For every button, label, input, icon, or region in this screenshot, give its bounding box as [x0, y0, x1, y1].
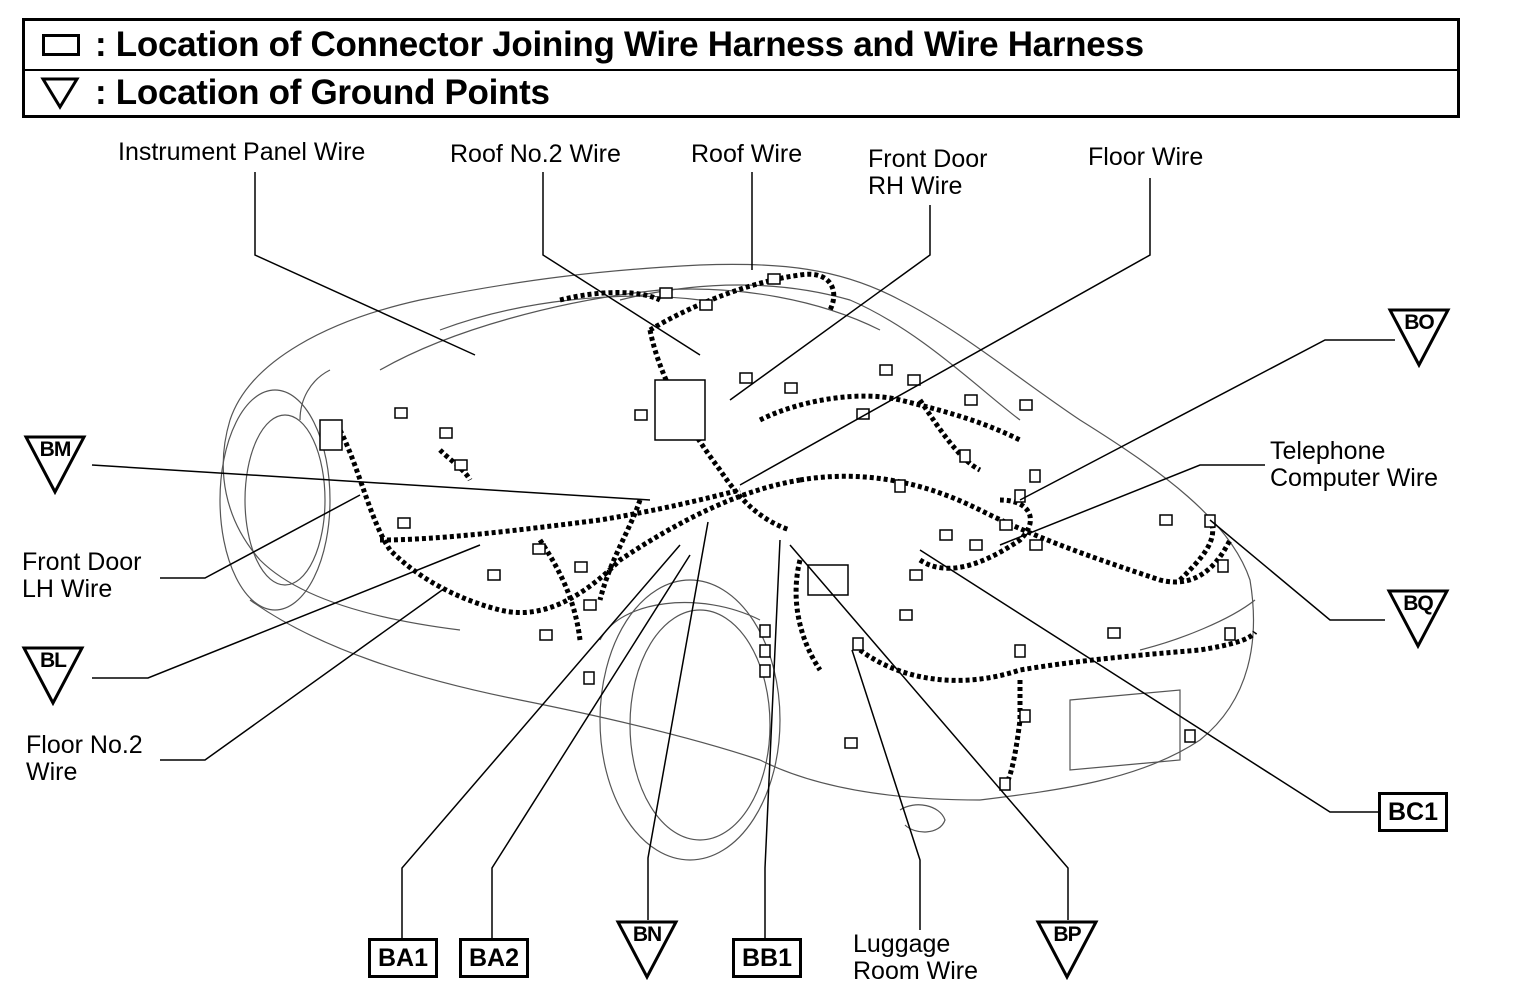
connector-bb1-box: BB1: [732, 938, 802, 978]
connector-ba2-box: BA2: [459, 938, 529, 978]
legend-connector-row: : Location of Connector Joining Wire Har…: [25, 21, 1457, 71]
ground-point-bl: BL: [21, 646, 85, 706]
legend-box: : Location of Connector Joining Wire Har…: [22, 18, 1460, 118]
ground-point-bn-label: BN: [632, 923, 662, 946]
ground-point-bo: BO: [1387, 308, 1451, 368]
ground-point-bp-label: BP: [1053, 923, 1081, 946]
ground-symbol-icon: [40, 77, 80, 110]
telephone-computer-wire-label-line2: Computer Wire: [1270, 464, 1439, 492]
telephone-computer-wire-label-line1: Telephone: [1270, 437, 1386, 465]
legend-ground-text: : Location of Ground Points: [95, 73, 550, 112]
connector-symbol-icon: [42, 34, 80, 56]
roof-no2-wire-label: Roof No.2 Wire: [450, 140, 621, 168]
floor-no2-wire-label-line2: Wire: [26, 758, 78, 786]
legend-connector-text: : Location of Connector Joining Wire Har…: [95, 25, 1144, 64]
connector-bc1-box: BC1: [1378, 792, 1448, 832]
ground-point-bo-label: BO: [1404, 311, 1435, 334]
ground-point-bm: BM: [23, 435, 87, 495]
front-door-rh-wire-label-line2: RH Wire: [868, 172, 963, 200]
ground-point-bp: BP: [1035, 920, 1099, 980]
legend-ground-row: : Location of Ground Points: [25, 69, 1457, 117]
connector-ba1-box: BA1: [368, 938, 438, 978]
ground-point-bq: BQ: [1386, 589, 1450, 649]
instrument-panel-wire-label: Instrument Panel Wire: [118, 138, 366, 166]
ground-point-bn: BN: [615, 920, 679, 980]
front-door-rh-wire-label-line1: Front Door: [868, 145, 988, 173]
luggage-room-wire-label-line1: Luggage: [853, 930, 951, 958]
floor-no2-wire-label-line1: Floor No.2: [26, 731, 143, 759]
front-door-lh-wire-label-line2: LH Wire: [22, 575, 113, 603]
ground-point-bm-label: BM: [39, 438, 72, 461]
ground-point-bl-label: BL: [40, 649, 67, 672]
floor-wire-label: Floor Wire: [1088, 143, 1204, 171]
front-door-lh-wire-label-line1: Front Door: [22, 548, 142, 576]
ground-point-bq-label: BQ: [1403, 592, 1434, 615]
luggage-room-wire-label-line2: Room Wire: [853, 957, 979, 985]
roof-wire-label: Roof Wire: [691, 140, 803, 168]
